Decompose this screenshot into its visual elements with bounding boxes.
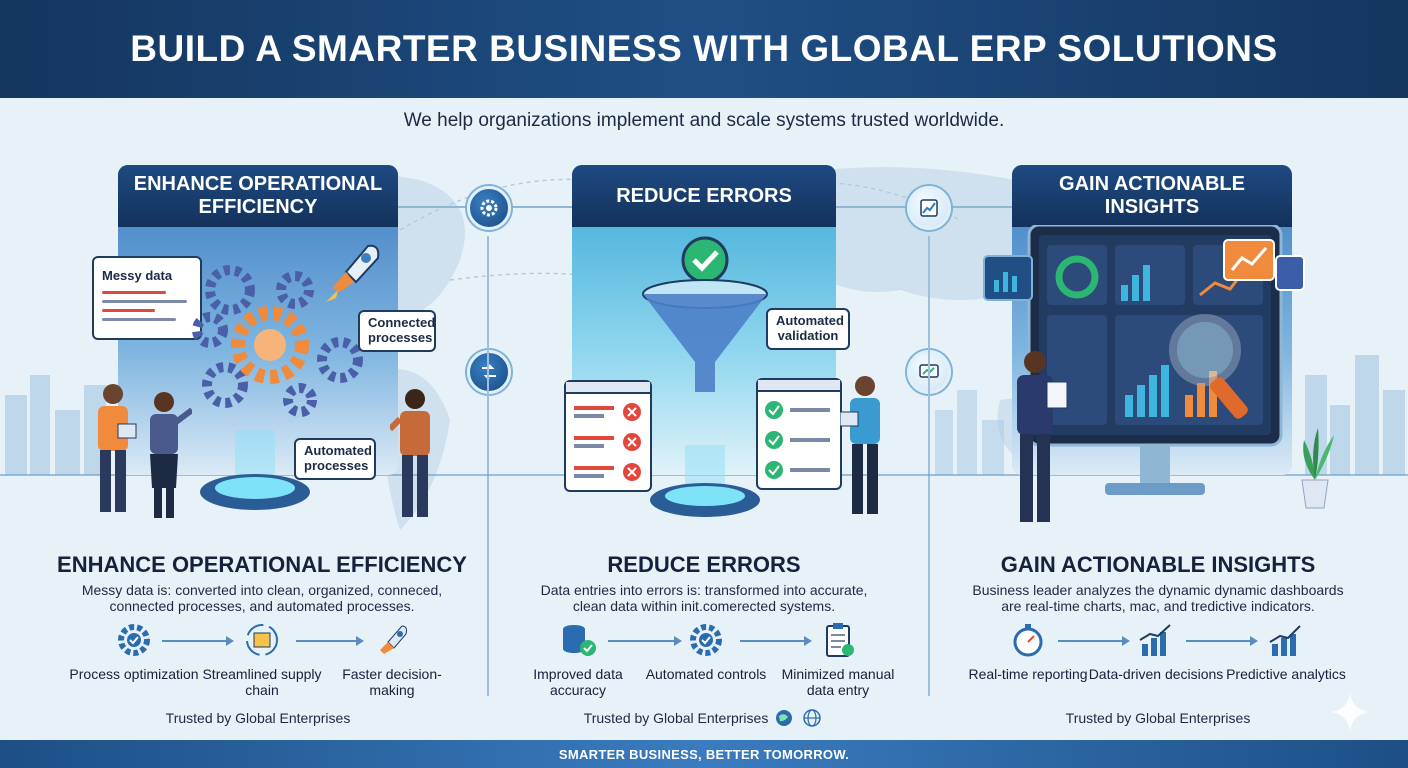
section-desc-efficiency-2: connected processes, and automated proce… [109, 598, 415, 614]
feature-data-accuracy: Improved data accuracy [508, 622, 648, 698]
page-title: BUILD A SMARTER BUSINESS WITH GLOBAL ERP… [130, 28, 1278, 69]
clipboard-icon [826, 623, 854, 657]
workflow-node-icon [467, 350, 511, 394]
column-divider-1 [487, 236, 489, 696]
feature-data-driven: Data-driven decisions [1086, 622, 1226, 682]
glowing-platform-2 [650, 445, 760, 517]
gear-check-icon [118, 624, 150, 656]
feature-label: Faster decision-making [342, 666, 442, 699]
floating-trend-card [1223, 239, 1305, 291]
city-skyline-mid [935, 390, 1004, 475]
subtitle: We help organizations implement and scal… [403, 110, 1005, 131]
feature-arrow [162, 636, 234, 646]
person-man-tablet [98, 384, 137, 512]
section-desc-errors-1: Data entries into errors is: transformed… [540, 582, 868, 598]
database-check-icon [563, 625, 596, 656]
section-desc-insights-1: Business leader analyzes the dynamic dyn… [972, 582, 1344, 598]
glowing-platform [200, 430, 310, 510]
trusted-text-2: Trusted by Global Enterprises [583, 710, 769, 726]
city-skyline-left [5, 375, 106, 475]
section-title-insights: GAIN ACTIONABLE INSIGHTS [1000, 552, 1316, 577]
panel-title-errors: REDUCE ERRORS [572, 165, 836, 227]
city-skyline-right [1305, 355, 1405, 475]
stopwatch-icon [1013, 624, 1043, 657]
feature-label: Predictive analytics [1226, 666, 1346, 682]
feature-automated-controls: Automated controls [636, 622, 776, 682]
section-title-efficiency: ENHANCE OPERATIONAL EFFICIENCY [57, 552, 467, 577]
feature-arrow [1058, 636, 1130, 646]
panel-title-efficiency: ENHANCE OPERATIONAL EFFICIENCY [118, 165, 398, 227]
clean-document [756, 378, 842, 490]
feature-arrow [296, 636, 364, 646]
feature-label: Minimized manual data entry [781, 666, 895, 699]
trusted-text-1: Trusted by Global Enterprises [165, 710, 351, 726]
feature-label: Improved data accuracy [533, 666, 623, 699]
rocket-illustration [326, 244, 380, 302]
gear-node-icon [467, 186, 511, 230]
section-desc-errors-2: clean data within init.comerected system… [572, 598, 836, 614]
feature-arrow [608, 636, 682, 646]
feature-minimized-entry: Minimized manual data entry [768, 622, 908, 698]
messy-data-document: Messy data [92, 256, 202, 340]
feature-label: Automated controls [645, 666, 767, 682]
globe-badge-icon [776, 710, 792, 726]
errors-document [564, 380, 652, 492]
feature-predictive-analytics: Predictive analytics [1216, 622, 1356, 682]
feature-label: Process optimization [69, 666, 199, 682]
section-title-errors: REDUCE ERRORS [607, 552, 801, 577]
feature-faster-decisions: Faster decision-making [322, 622, 462, 698]
feature-label: Data-driven decisions [1088, 666, 1224, 682]
feature-label: Streamlined supply chain [202, 666, 322, 699]
feature-realtime-reporting: Real-time reporting [958, 622, 1098, 682]
gear-check-icon [690, 624, 722, 656]
automated-processes-label: Automated processes [294, 438, 376, 480]
feature-label: Real-time reporting [968, 666, 1088, 682]
messy-data-label: Messy data [102, 268, 173, 283]
person-woman-presenting [390, 389, 430, 517]
box-cycle-icon [246, 624, 278, 656]
bar-chart-icon [1139, 624, 1171, 656]
sparkle-icon [1330, 692, 1370, 732]
trusted-text-3: Trusted by Global Enterprises [1065, 710, 1251, 726]
floating-chart-card [983, 255, 1033, 301]
header-banner: BUILD A SMARTER BUSINESS WITH GLOBAL ERP… [0, 0, 1408, 98]
section-desc-efficiency-1: Messy data is: converted into clean, org… [81, 582, 443, 598]
feature-supply-chain: Streamlined supply chain [192, 622, 332, 698]
funnel-illustration [642, 236, 768, 392]
column-divider-2 [928, 236, 930, 696]
trend-chart-icon [1269, 625, 1301, 656]
automated-validation-label: Automated validation [766, 308, 850, 350]
gears-cluster-icon [192, 265, 363, 417]
connected-processes-label: Connected processes [358, 310, 436, 352]
person-business-leader [1017, 351, 1068, 522]
globe-icon [803, 709, 821, 727]
feature-process-optimization: Process optimization [64, 622, 204, 682]
feature-arrow [1186, 636, 1258, 646]
panel-title-insights: GAIN ACTIONABLE INSIGHTS [1012, 165, 1292, 227]
person-woman-pointing [150, 392, 192, 518]
feature-arrow [740, 636, 812, 646]
person-man-tablet-2 [840, 376, 880, 514]
footer-tagline: SMARTER BUSINESS, BETTER TOMORROW. [0, 740, 1408, 768]
chart-node-icon [907, 186, 951, 230]
rocket-icon [380, 625, 407, 654]
dashboard-monitor [1027, 225, 1283, 495]
section-desc-insights-2: are real-time charts, mac, and tredictiv… [1001, 598, 1315, 614]
potted-plant [1301, 428, 1334, 509]
